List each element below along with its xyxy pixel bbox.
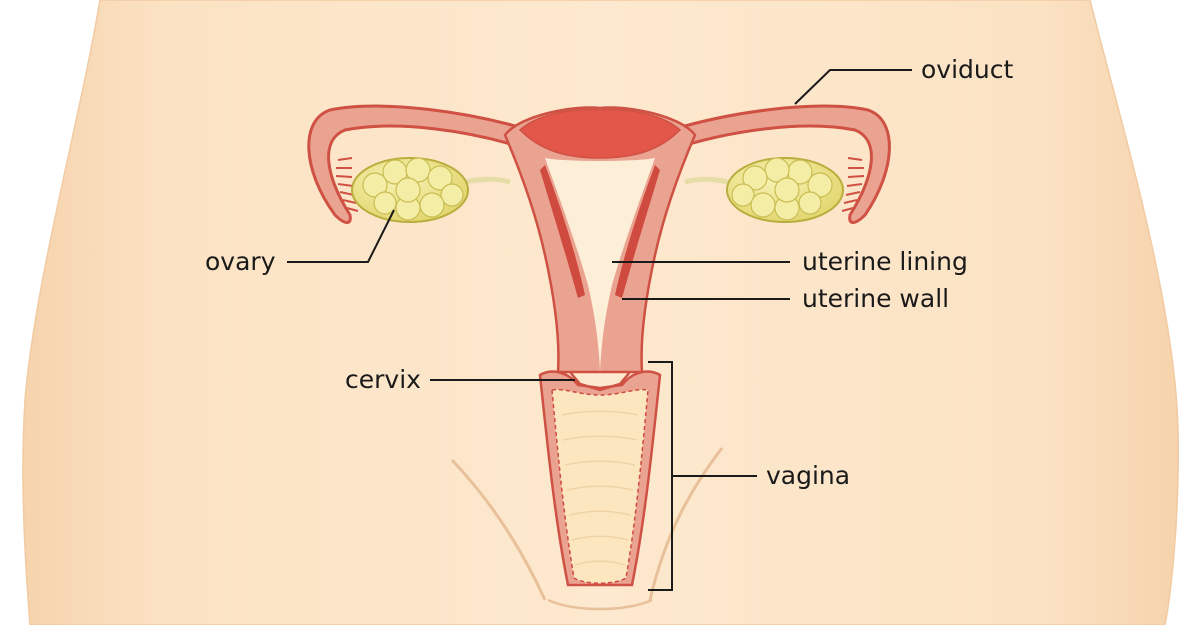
right-oviduct — [652, 104, 891, 224]
cervix-label: cervix — [345, 365, 421, 394]
oviduct-label: oviduct — [921, 55, 1013, 84]
vagina-bracket — [648, 361, 757, 591]
uterine-lining-label: uterine lining — [802, 247, 968, 276]
left-uterine-lining — [540, 165, 585, 298]
left-oviduct — [307, 104, 548, 224]
left-ovary — [351, 157, 469, 223]
ovary-label: ovary — [205, 247, 276, 276]
cervix — [569, 371, 631, 392]
right-ovary — [726, 157, 844, 223]
right-uterine-lining — [615, 165, 660, 298]
uterine-wall-label: uterine wall — [802, 284, 949, 313]
vagina-label: vagina — [766, 461, 850, 490]
uterine-fundus — [518, 108, 682, 159]
uterine-cavity — [545, 158, 655, 372]
left-leg-crease — [450, 458, 547, 601]
ovary-leader — [287, 209, 395, 263]
right-leg-crease — [648, 447, 724, 601]
oviduct-leader — [794, 69, 912, 105]
right-fimbriae — [841, 157, 865, 212]
groin-fold — [547, 598, 653, 611]
vaginal-rugae — [561, 410, 639, 566]
